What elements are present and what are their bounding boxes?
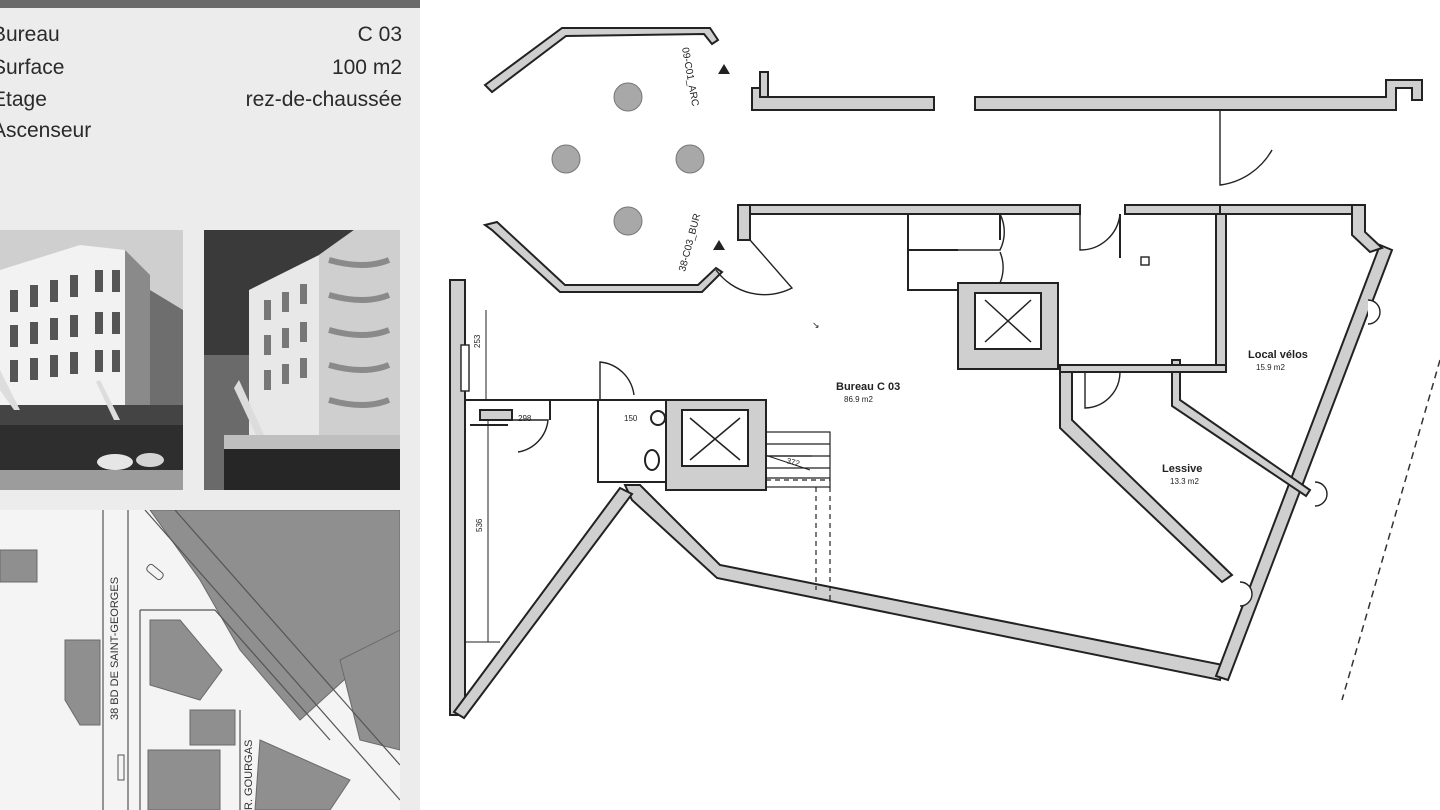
bay-window-1	[1367, 299, 1381, 325]
window-west	[460, 344, 470, 392]
elevator-shaft-lower	[665, 399, 767, 491]
room-label-laundry: Lessive	[1162, 463, 1202, 475]
column-circle	[613, 82, 643, 112]
north-mark: ↘	[812, 320, 820, 330]
elevator-shaft-upper	[957, 282, 1059, 370]
wall-bike-top	[1219, 204, 1356, 215]
building-block	[64, 639, 101, 726]
building-block	[0, 549, 38, 583]
property-sidebar: Bureau C 03 Surface 100 m2 Etage rez-de-…	[0, 0, 420, 810]
column-circle	[675, 144, 705, 174]
wall-north-east	[974, 79, 1423, 111]
floor-value: rez-de-chaussée	[245, 88, 402, 111]
wall-stub	[759, 71, 769, 98]
building-block	[147, 749, 221, 810]
door-entrance[interactable]	[715, 239, 794, 296]
info-row-office: Bureau C 03	[0, 20, 402, 50]
street-label-saint-georges: 38 BD DE SAINT-GEORGES	[109, 577, 121, 720]
location-map[interactable]: 38 BD DE SAINT-GEORGES R. GOURGAS	[0, 510, 400, 810]
bay-window-3	[1239, 581, 1253, 607]
room-label-bike: Local vélos	[1248, 349, 1308, 361]
surface-value: 100 m2	[331, 56, 402, 79]
wall-north-west	[751, 87, 935, 111]
wall-laundry-diagonal	[1059, 364, 1234, 584]
wall-south-diagonal	[623, 484, 1225, 682]
wall-east-diagonal	[1214, 243, 1394, 682]
dimension-298: 298	[518, 414, 532, 423]
door-tag-marker-2	[713, 240, 725, 250]
door-laundry[interactable]	[1084, 371, 1121, 409]
building-block	[149, 510, 400, 721]
door-wc[interactable]	[599, 361, 635, 400]
door-tag-38-c03: 38-C03_BUR	[677, 212, 703, 272]
wall-interior-diagonal	[452, 486, 634, 720]
office-value: C 03	[357, 23, 402, 46]
door-corridor[interactable]	[1079, 213, 1121, 251]
wall-bike-diagonal	[1171, 359, 1312, 498]
building-block	[189, 709, 236, 746]
room-area-laundry: 13.3 m2	[1170, 477, 1199, 486]
wall-west-inner	[479, 409, 513, 421]
door-north-east[interactable]	[1219, 110, 1273, 186]
room-area-bike: 15.9 m2	[1256, 363, 1285, 372]
dimension-253: 253	[473, 334, 482, 348]
dimension-372: 372	[785, 456, 801, 468]
column-marker	[1140, 256, 1150, 266]
elevator-label: Ascenseur	[0, 119, 92, 142]
bay-window-2	[1314, 481, 1328, 507]
building-block	[149, 619, 223, 701]
building-block	[254, 739, 351, 810]
floor-label: Etage	[0, 88, 47, 111]
wall-bike-north	[1351, 204, 1384, 254]
property-line	[1341, 359, 1440, 701]
street-label-gourgas: R. GOURGAS	[243, 740, 255, 810]
dimension-150: 150	[624, 414, 638, 423]
door-elevator-lobby-2[interactable]	[958, 251, 1004, 284]
wall-entrance-top	[483, 27, 720, 94]
wall-inner-corridor	[1059, 364, 1227, 373]
wall-bike-west	[1215, 213, 1227, 366]
info-row-floor: Etage rez-de-chaussée	[0, 85, 402, 115]
sidebar-header-bar	[0, 0, 420, 8]
door-tag-marker-1	[718, 64, 730, 74]
column-circle	[551, 144, 581, 174]
building-photo-2[interactable]	[204, 230, 400, 490]
door-west-office[interactable]	[512, 419, 549, 453]
room-label-office: Bureau C 03	[836, 381, 900, 393]
room-area-office: 86.9 m2	[844, 395, 873, 404]
staircase	[765, 431, 831, 600]
building-photo-1[interactable]	[0, 230, 183, 490]
wall-entrance-bottom	[482, 220, 724, 293]
info-row-elevator: Ascenseur	[0, 116, 402, 146]
info-row-surface: Surface 100 m2	[0, 53, 402, 83]
office-label: Bureau	[0, 23, 60, 46]
door-tag-09-c01: 09-C01_ARC	[679, 47, 700, 107]
floor-plan: 09-C01_ARC 38-C03_BUR Bureau C 03 86.9 m…	[420, 0, 1440, 810]
wc-room	[597, 399, 667, 483]
wall-north-segment	[737, 204, 751, 241]
building-block	[339, 629, 400, 751]
column-circle	[613, 206, 643, 236]
surface-label: Surface	[0, 56, 65, 79]
dimension-536: 536	[475, 518, 484, 532]
door-elevator-lobby-1[interactable]	[958, 213, 1005, 251]
wall-corridor-top	[749, 204, 1081, 215]
